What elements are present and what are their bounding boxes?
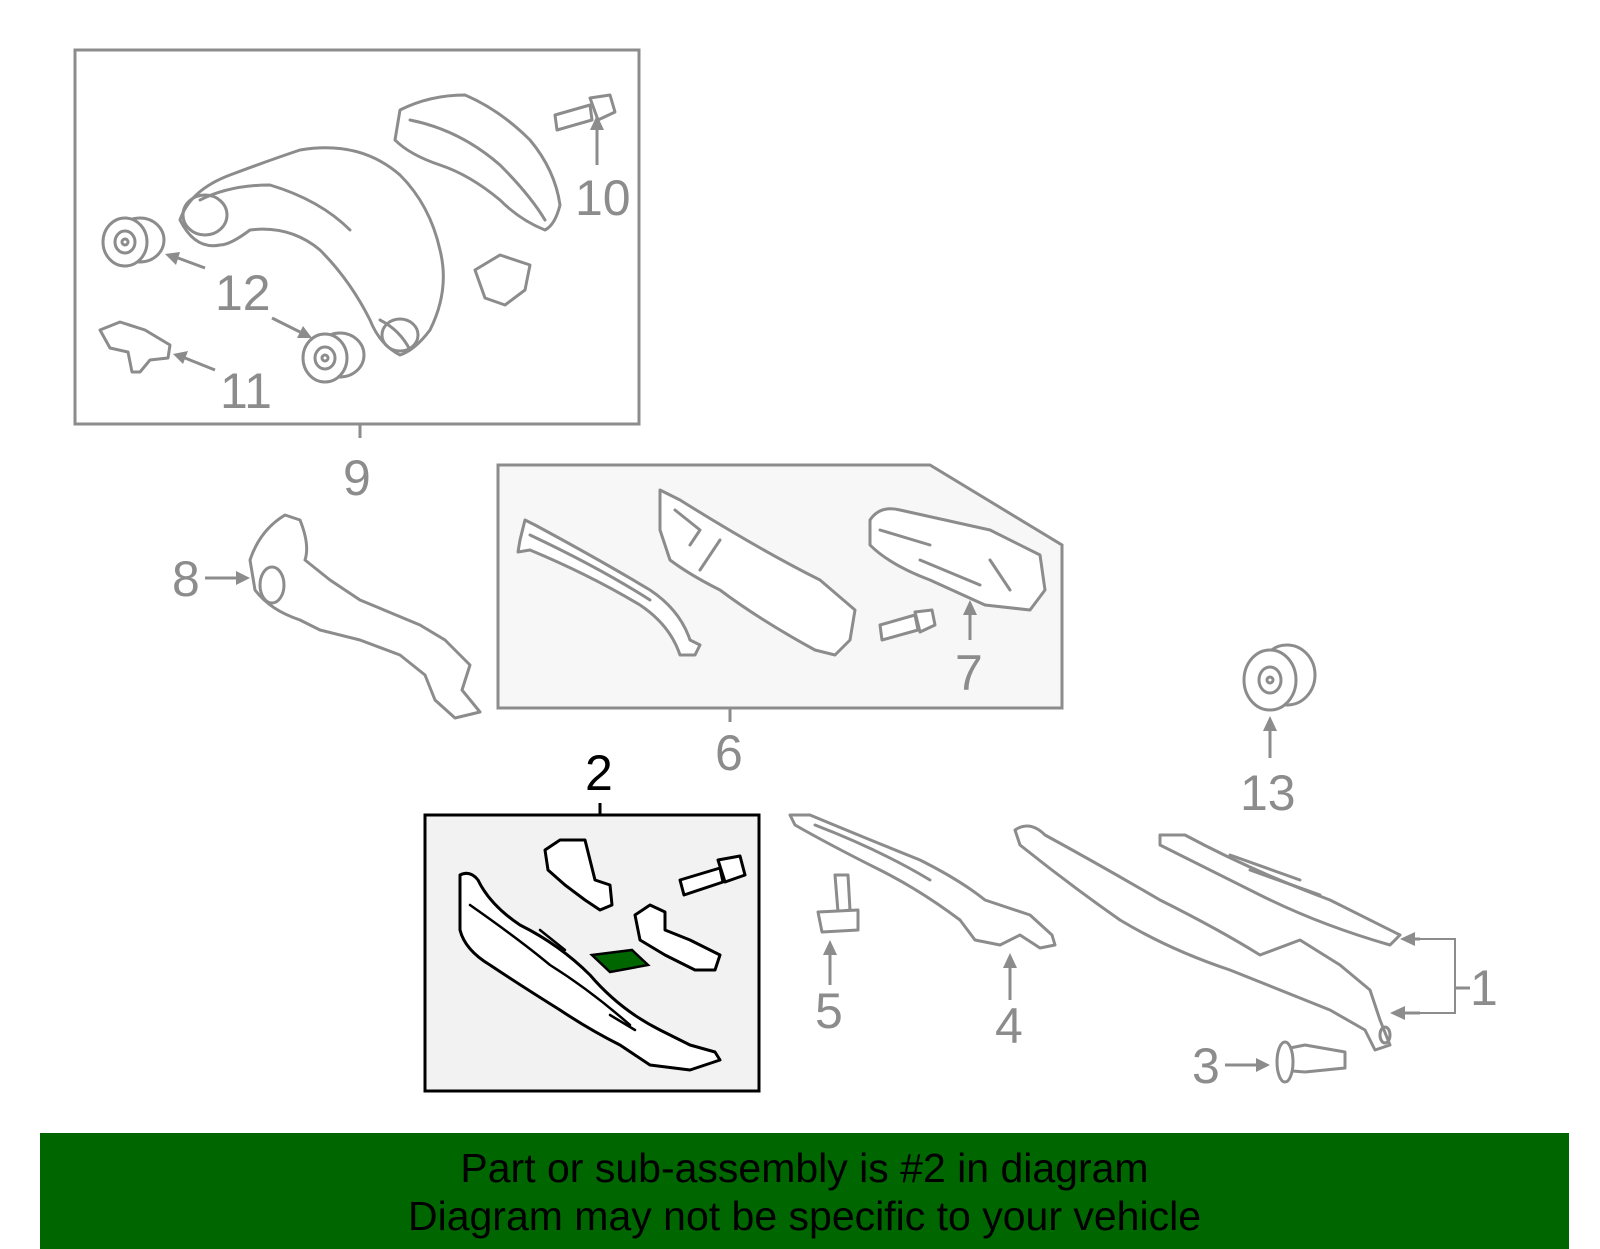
callout-5: 5 <box>815 983 843 1039</box>
clip-11 <box>98 320 172 374</box>
rail-assembly-1 <box>1013 824 1470 1052</box>
assembly-6-group <box>496 463 1064 722</box>
bolt-2 <box>678 854 747 897</box>
glove-box-bezel <box>658 488 857 657</box>
glove-box-latch <box>868 507 1047 612</box>
rail-1-upper <box>1158 833 1402 947</box>
rail-1-lower <box>1013 824 1392 1052</box>
assembly-9-group <box>73 48 641 438</box>
clip-3 <box>1225 1040 1347 1084</box>
callout-13: 13 <box>1240 765 1296 821</box>
bracket-2a <box>543 838 614 912</box>
callout-2: 2 <box>585 745 613 801</box>
callout-8: 8 <box>172 551 200 607</box>
callout-11: 11 <box>220 363 272 419</box>
callout-12: 12 <box>215 265 271 321</box>
callout-6: 6 <box>715 725 743 781</box>
bracket-8 <box>205 513 482 720</box>
lower-panel-2 <box>458 871 722 1072</box>
bolt-10 <box>553 93 617 132</box>
callout-1: 1 <box>1470 960 1498 1016</box>
callout-4: 4 <box>995 998 1023 1054</box>
grommet-12-top <box>101 216 166 268</box>
grommet-13 <box>1242 643 1317 758</box>
callout-10: 10 <box>575 170 631 226</box>
bracket-2b <box>633 903 722 972</box>
insulator-pad-2[interactable] <box>589 948 651 974</box>
assembly-2-group <box>423 803 761 1093</box>
callout-9: 9 <box>343 450 371 506</box>
banner-line-2: Diagram may not be specific to your vehi… <box>407 1193 1201 1239</box>
callout-3: 3 <box>1192 1038 1220 1094</box>
column-cover-upper <box>178 146 445 357</box>
bracket-4 <box>788 813 1057 1000</box>
callout-7: 7 <box>955 645 983 701</box>
screw-6 <box>878 608 937 642</box>
info-banner: Part or sub-assembly is #2 in diagram Di… <box>40 1133 1569 1249</box>
trim-strip-left <box>516 518 702 657</box>
screw-5 <box>816 873 860 985</box>
banner-line-1: Part or sub-assembly is #2 in diagram <box>460 1145 1149 1191</box>
small-bracket <box>473 253 532 307</box>
grommet-12-bottom <box>301 331 366 384</box>
